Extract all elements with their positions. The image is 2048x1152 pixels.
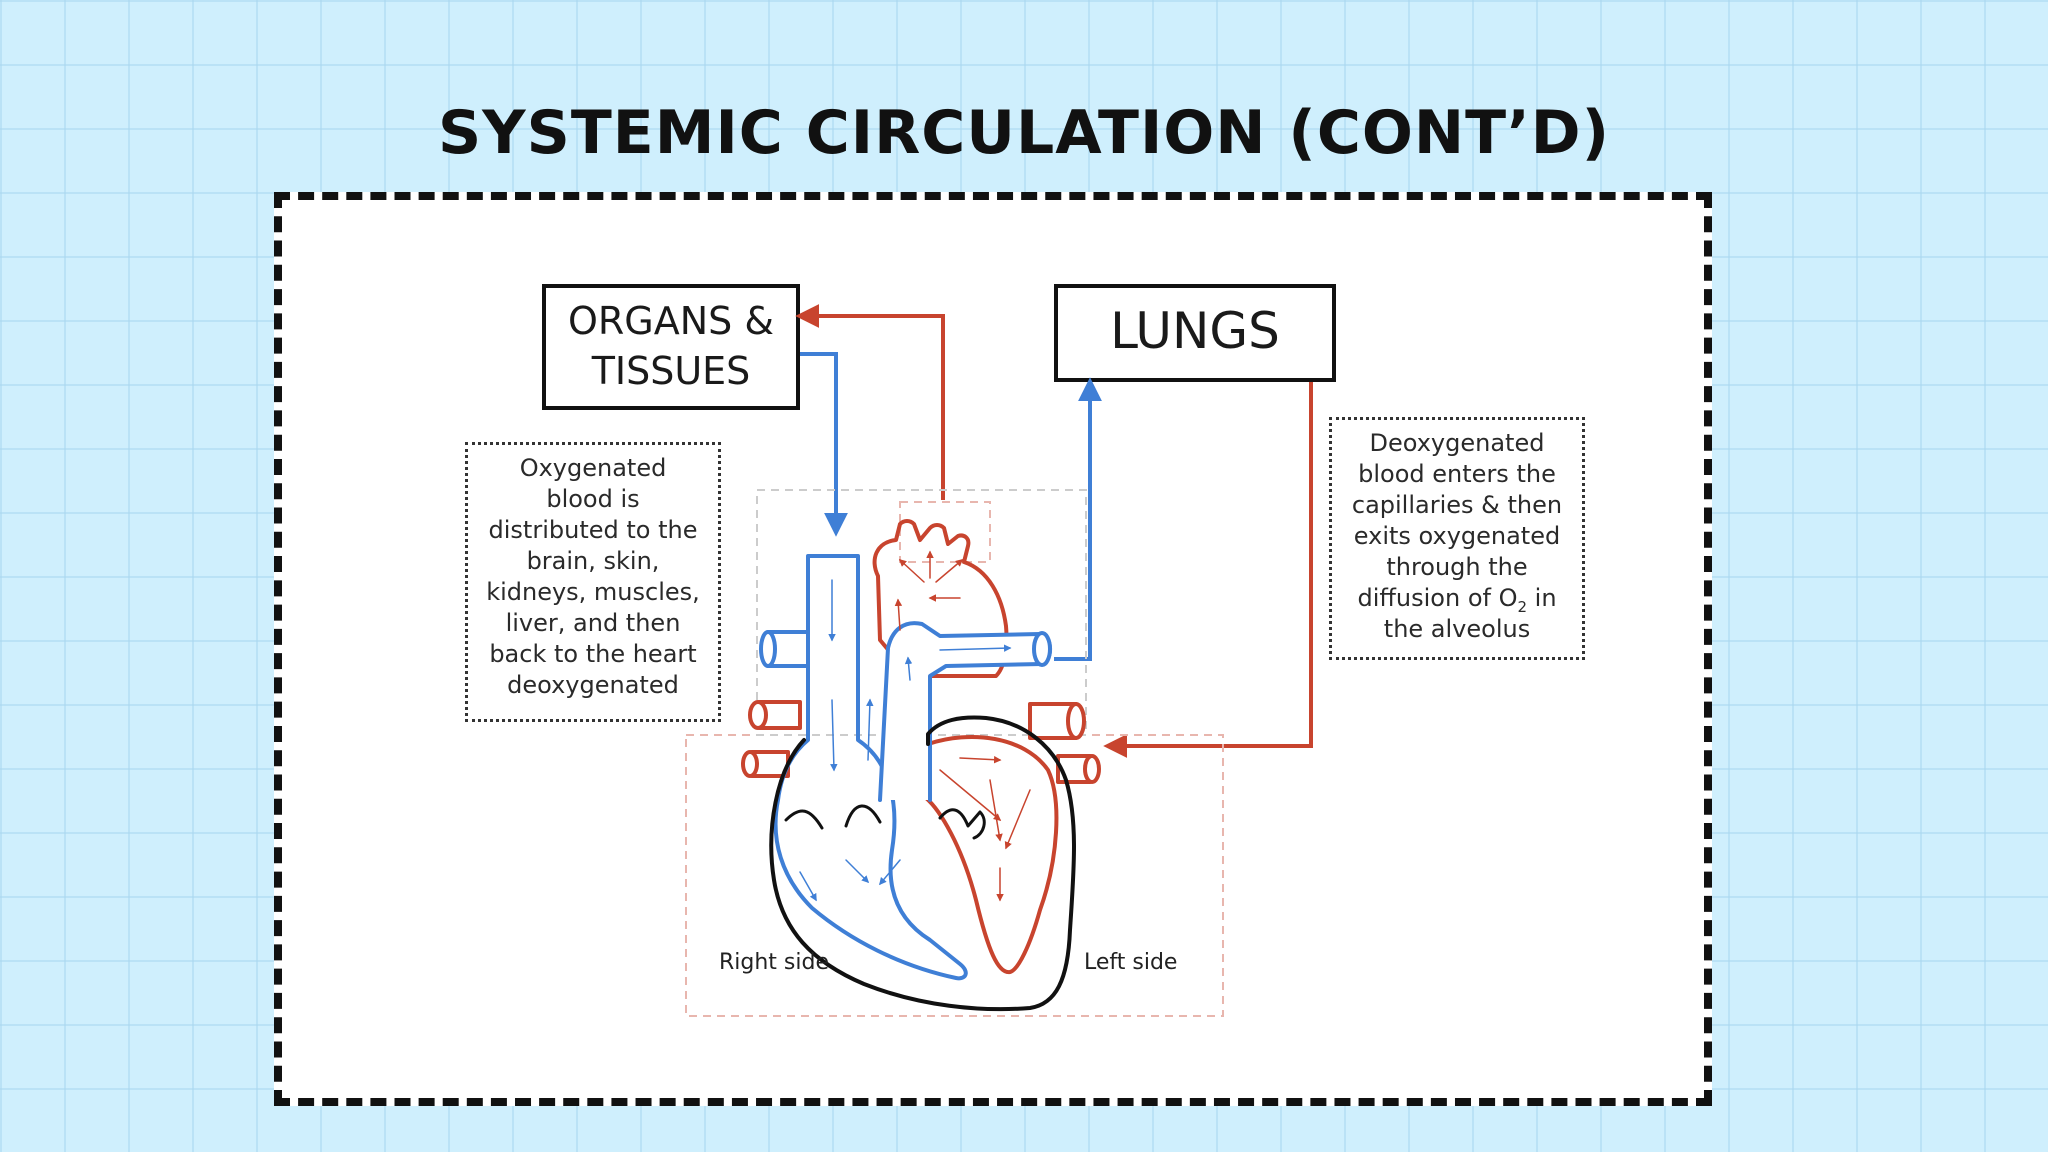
deoxygenated-blood-note: Deoxygenated blood enters the capillarie… (1329, 417, 1585, 660)
note-left-line-6: liver, and then (505, 609, 681, 637)
heart-outline (769, 715, 1076, 1012)
note-right-line-1: Deoxygenated (1369, 429, 1545, 457)
aorta-to-organs-arrow (795, 304, 945, 500)
heart-illustration (741, 519, 1101, 1012)
lungs-to-pulmonary-vein-arrow (1103, 382, 1313, 758)
organs-tissues-box: ORGANS & TISSUES (542, 284, 800, 410)
lungs-box: LUNGS (1054, 284, 1336, 382)
right-side-label: Right side (719, 950, 829, 975)
left-side-label: Left side (1084, 950, 1177, 975)
note-left-line-4: brain, skin, (526, 547, 660, 575)
oxygenated-blood-note: Oxygenated blood is distributed to the b… (465, 442, 721, 722)
note-right-line-5: through the (1386, 553, 1528, 581)
left-ventricle (924, 734, 1059, 975)
organs-line-2: TISSUES (591, 349, 751, 393)
slide-title: SYSTEMIC CIRCULATION (CONT’D) (437, 98, 1611, 168)
note-left-line-5: kidneys, muscles, (486, 578, 700, 606)
note-left-line-3: distributed to the (488, 516, 698, 544)
aortic-arch (872, 519, 1009, 678)
note-right-line-6: diffusion of O2 in (1342, 583, 1572, 614)
note-left-line-8: deoxygenated (507, 671, 679, 699)
note-right-line-4: exits oxygenated (1353, 522, 1561, 550)
note-right-line-7: the alveolus (1383, 615, 1531, 643)
organs-line-1: ORGANS & (568, 299, 774, 343)
note-left-line-7: back to the heart (489, 640, 697, 668)
right-heart (773, 554, 968, 981)
deoxygenated-flow-arrows (799, 579, 1012, 902)
note-left-line-1: Oxygenated (519, 454, 667, 482)
note-right-line-2: blood enters the (1358, 460, 1556, 488)
pulmonary-artery-to-lungs-arrow (1054, 377, 1102, 661)
oxygenated-flow-arrows (894, 550, 1031, 902)
organs-to-vena-cava-arrow (800, 352, 848, 537)
o2-subscript: 2 (1517, 597, 1528, 616)
o2-suffix: in (1527, 584, 1557, 612)
o2-prefix: diffusion of O (1357, 584, 1518, 612)
note-right-line-3: capillaries & then (1351, 491, 1563, 519)
heart-valves (784, 804, 986, 840)
note-left-line-2: blood is (546, 485, 640, 513)
lungs-label: LUNGS (1110, 302, 1280, 360)
pulmonary-veins (741, 700, 1101, 784)
